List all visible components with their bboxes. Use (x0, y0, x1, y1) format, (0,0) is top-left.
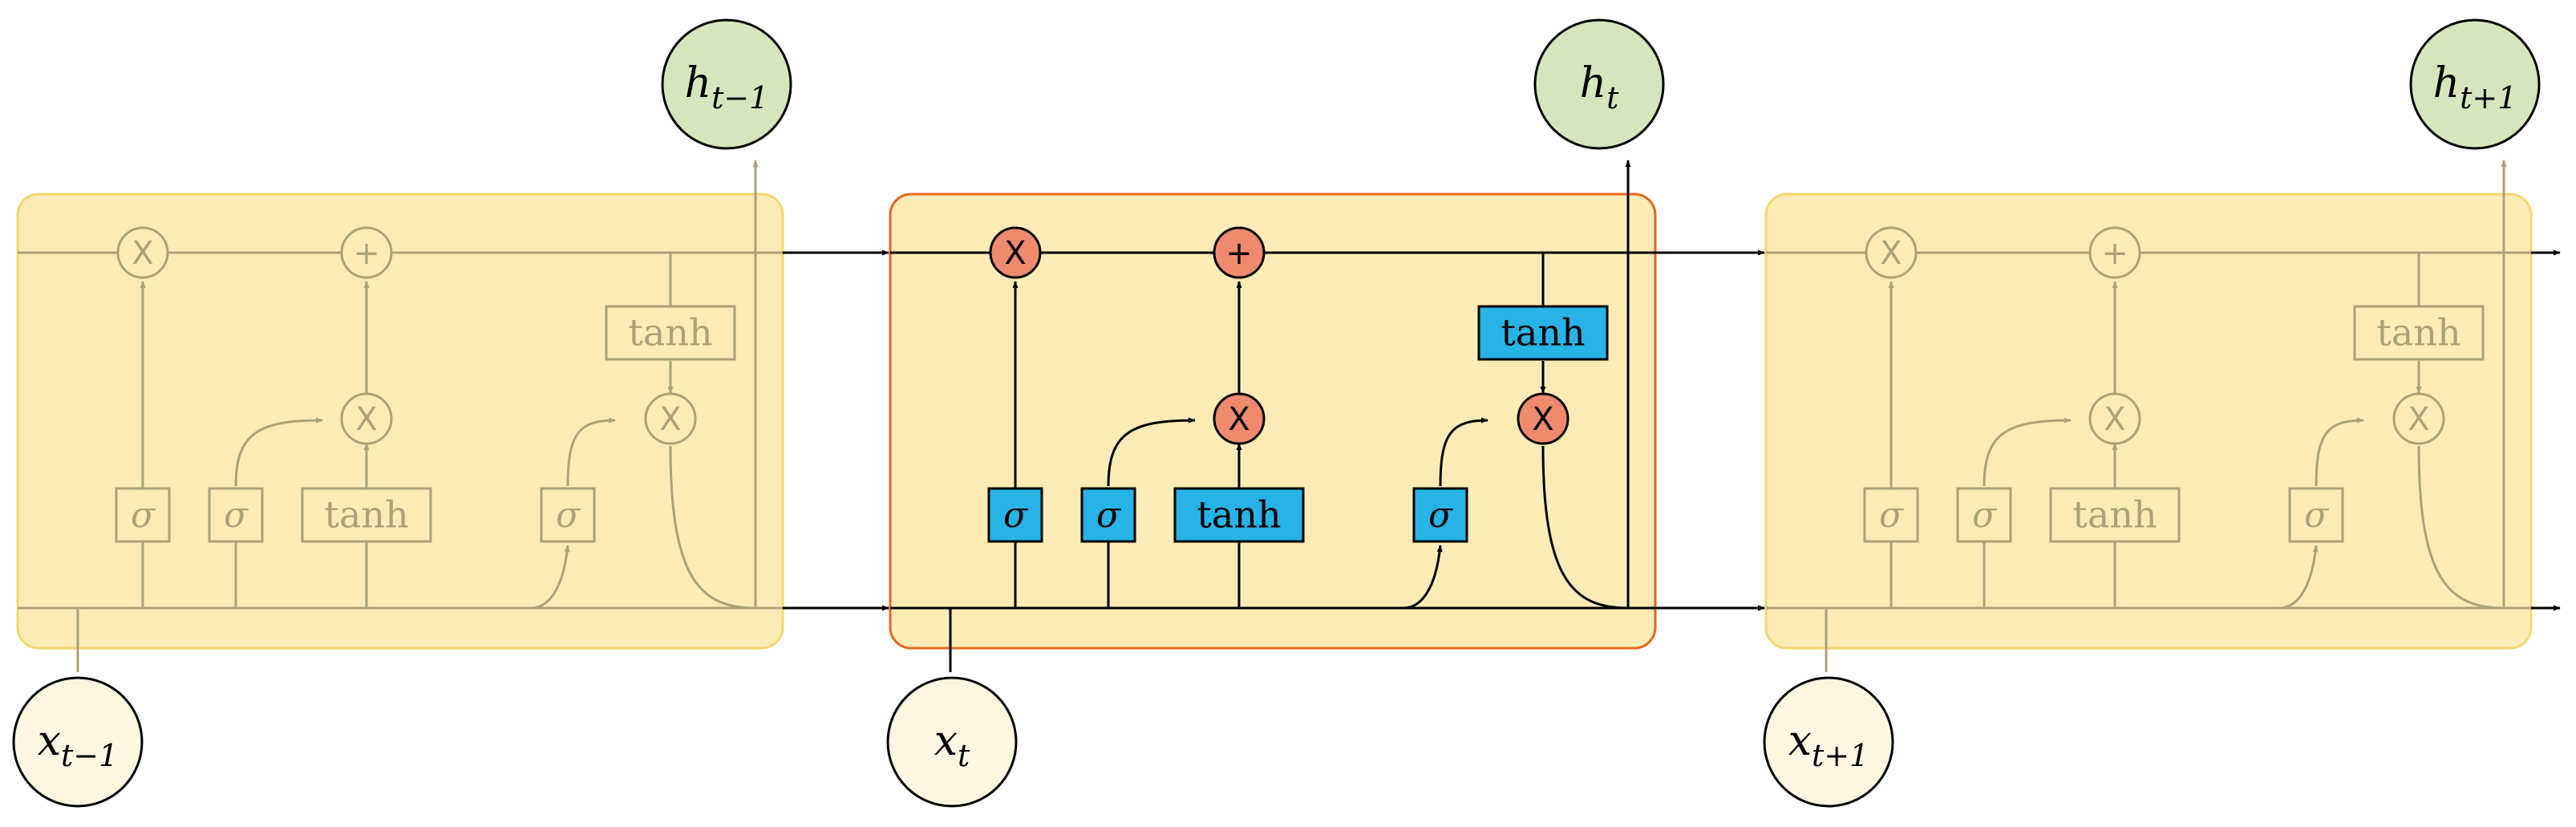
output-multiply-op-symbol: X (659, 401, 681, 438)
output-multiply-op (644, 392, 697, 445)
output-multiply-op-symbol: X (1532, 401, 1553, 438)
candidate-tanh-label: tanh (2072, 493, 2157, 537)
forget-gate-sigmoid-label: σ (1879, 495, 1905, 536)
forget-multiply-op-symbol: X (132, 235, 153, 272)
cell-add-op-symbol: + (2101, 235, 2128, 272)
input-circle (886, 676, 1018, 808)
input-multiply-op (2088, 392, 2141, 445)
cell-add-op-symbol: + (1225, 235, 1253, 272)
cell-tanh-label: tanh (1501, 311, 1585, 355)
output-multiply-op (2392, 392, 2445, 445)
output-gate-sigmoid (2288, 487, 2344, 543)
cell-links (775, 249, 2561, 611)
output-gate-to-mul (2315, 417, 2364, 487)
input-gate-sigmoid (208, 487, 264, 543)
cell-add-op (340, 226, 393, 279)
forget-gate-sigmoid (987, 487, 1043, 543)
output-multiply-op (1517, 392, 1569, 445)
output-gate-sigmoid-label: σ (1428, 495, 1454, 536)
output-circle (1533, 18, 1665, 150)
input-gate-curve (1983, 417, 2072, 487)
cell-tanh-label: tanh (2376, 311, 2461, 355)
input-node-curr: xt (886, 676, 1018, 808)
forget-gate-sigmoid-label: σ (131, 495, 156, 536)
output-node-curr: ht (1533, 18, 1665, 150)
cell-add-op-symbol: + (353, 235, 380, 272)
input-gate-sigmoid-label: σ (224, 495, 249, 536)
input-gate-sigmoid (1956, 487, 2012, 543)
input-node-prev: xt−1 (12, 676, 144, 808)
output-gate-sigmoid-label: σ (2304, 495, 2330, 536)
forget-multiply-op (1865, 226, 1918, 279)
forget-multiply-op (116, 226, 169, 279)
output-multiply-op-symbol: X (2408, 401, 2429, 438)
lstm-cell-curr: X + X Xσ σ tanh σ tanh (890, 160, 1655, 672)
input-gate-curve (234, 417, 323, 487)
input-circle (12, 676, 144, 808)
output-gate-sigmoid-label: σ (556, 495, 581, 536)
candidate-tanh (2049, 487, 2181, 543)
candidate-tanh-label: tanh (1197, 493, 1281, 537)
output-gate-sigmoid (1412, 487, 1468, 543)
output-curve (1541, 445, 1629, 610)
output-curve (669, 445, 756, 610)
input-multiply-op (340, 392, 393, 445)
cell-tanh-label: tanh (628, 311, 712, 355)
cell-tanh (605, 305, 736, 361)
input-multiply-op-symbol: X (1228, 401, 1250, 438)
candidate-tanh-label: tanh (324, 493, 408, 537)
output-node-prev: ht−1 (661, 18, 792, 150)
cell-tanh (2353, 305, 2485, 361)
cell-tanh (1477, 305, 1609, 361)
output-gate-curve (1403, 545, 1443, 610)
cell-add-op (2088, 226, 2141, 279)
forget-multiply-op-symbol: X (1004, 235, 1026, 272)
input-gate-curve (1107, 417, 1196, 487)
output-circle (2409, 18, 2541, 150)
input-multiply-op (1213, 392, 1266, 445)
output-circle (661, 18, 792, 150)
input-multiply-op-symbol: X (2104, 401, 2125, 438)
candidate-tanh (1173, 487, 1305, 543)
lstm-cell-prev: X + X Xσ σ tanh σ tanh (18, 160, 783, 672)
input-gate-sigmoid-label: σ (1972, 495, 1998, 536)
forget-gate-sigmoid-label: σ (1003, 495, 1029, 536)
input-gate-sigmoid (1080, 487, 1136, 543)
input-multiply-op-symbol: X (355, 401, 377, 438)
forget-gate-sigmoid (1863, 487, 1919, 543)
forget-multiply-op (989, 226, 1042, 279)
input-gate-sigmoid-label: σ (1096, 495, 1122, 536)
output-gate-to-mul (566, 417, 616, 487)
output-curve (2417, 445, 2505, 610)
input-circle (1763, 676, 1894, 808)
forget-multiply-op-symbol: X (1880, 235, 1902, 272)
output-gate-curve (530, 545, 570, 610)
output-gate-to-mul (1439, 417, 1488, 487)
cell-add-op (1213, 226, 1266, 279)
output-gate-sigmoid (540, 487, 596, 543)
lstm-cell-next: X + X Xσ σ tanh σ tanh (1766, 160, 2531, 672)
input-node-next: xt+1 (1763, 676, 1894, 808)
output-gate-curve (2278, 545, 2319, 610)
output-node-next: ht+1 (2409, 18, 2541, 150)
forget-gate-sigmoid (115, 487, 171, 543)
candidate-tanh (301, 487, 432, 543)
